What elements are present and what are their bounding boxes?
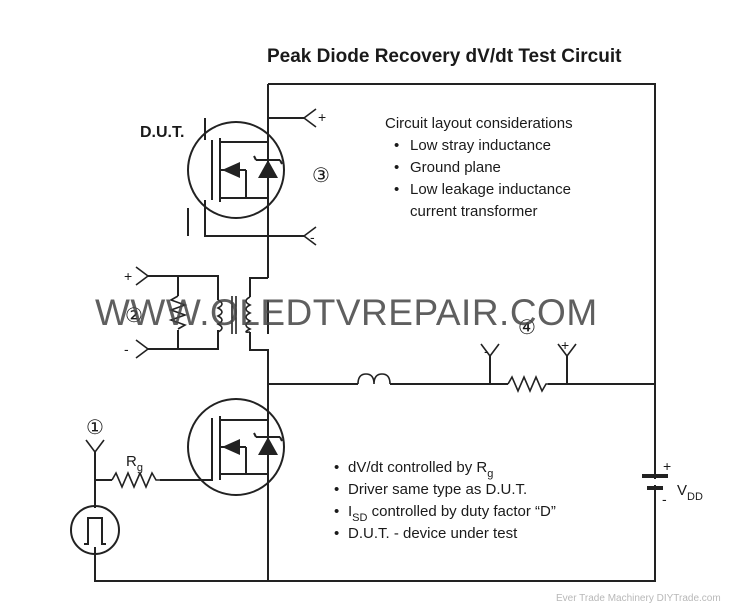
scope-terminal-icon <box>85 439 105 453</box>
driver-mosfet-circle <box>187 398 285 496</box>
burden-resistor <box>168 295 188 330</box>
layout-notes-item: current transformer <box>410 203 538 220</box>
probe-minus-label: - <box>484 343 489 359</box>
dut-gate-loop <box>187 118 268 237</box>
dut-label: D.U.T. <box>140 124 184 141</box>
layout-notes: Circuit layout considerations • Low stra… <box>385 115 573 220</box>
plus-terminal-label: + <box>318 109 326 125</box>
input-plus-label: + <box>124 268 132 284</box>
driver-zener-bar <box>253 432 283 442</box>
bottom-notes-bullet: • <box>334 459 339 476</box>
marker-1: ① <box>86 417 104 439</box>
bottom-notes-bullet: • <box>334 481 339 498</box>
input-minus-icon <box>135 339 149 359</box>
probe-minus-icon <box>480 343 500 357</box>
layout-notes-item: Low leakage inductance <box>410 181 571 198</box>
terminal-arrows <box>85 108 577 453</box>
outer-loop-wire <box>94 83 656 582</box>
driver-arrow <box>222 439 240 455</box>
marker-4: ④ <box>518 317 536 339</box>
probe-plus-icon <box>557 343 577 357</box>
battery-plate-long <box>642 474 668 478</box>
layout-notes-item: Low stray inductance <box>410 137 551 154</box>
shunt-resistor-icon <box>507 374 550 394</box>
vdd-plus-label: + <box>663 458 671 474</box>
transformer-primary-wire <box>249 277 269 384</box>
marker-3: ③ <box>312 165 330 187</box>
marker-2: ② <box>125 305 143 327</box>
wiring <box>94 83 656 582</box>
minus-terminal-label: - <box>310 229 315 245</box>
watermark-text: WWW.OLEDTVREPAIR.COM <box>95 292 598 333</box>
pulse-source-circle <box>70 505 120 555</box>
battery-gap <box>650 479 660 485</box>
bottom-note-3: ISD controlled by duty factor “D” <box>348 503 556 524</box>
layout-notes-bullet: • <box>394 181 399 198</box>
inductor-icon <box>357 373 391 385</box>
transformer-secondary-coil <box>216 299 223 333</box>
plus-terminal-icon <box>303 108 317 128</box>
current-transformer <box>168 295 252 334</box>
transformer-core <box>231 296 237 334</box>
rg-resistor-icon <box>111 470 160 490</box>
bottom-notes: • dV/dt controlled by Rg • Driver same t… <box>334 459 556 542</box>
transformer-primary-coil <box>245 296 252 333</box>
layout-notes-bullet: • <box>394 159 399 176</box>
pulse-waveform-icon <box>84 517 106 545</box>
gate-drive-wire <box>94 452 206 508</box>
bottom-notes-bullet: • <box>334 525 339 542</box>
measurement-leads <box>489 356 568 384</box>
vdd-battery <box>642 474 668 490</box>
driver-body-link <box>206 447 247 481</box>
bottom-note-2: Driver same type as D.U.T. <box>348 481 527 498</box>
rg-label: Rg <box>126 453 143 474</box>
credit-text: Ever Trade Machinery DIYTrade.com <box>556 593 721 604</box>
dut-arrow <box>222 162 240 178</box>
pulse-source <box>70 505 120 555</box>
bottom-note-1: dV/dt controlled by Rg <box>348 459 493 480</box>
dut-mosfet-circle <box>187 121 285 219</box>
dut-zener-bar <box>253 155 283 165</box>
layout-notes-heading: Circuit layout considerations <box>385 115 573 132</box>
probe-plus-label: + <box>561 337 569 353</box>
diagram-title: Peak Diode Recovery dV/dt Test Circuit <box>267 46 622 67</box>
input-plus-icon <box>135 266 149 286</box>
bottom-note-4: D.U.T. - device under test <box>348 525 518 542</box>
bottom-notes-bullet: • <box>334 503 339 520</box>
driver-mosfet <box>187 398 285 496</box>
driver-diode-icon <box>258 437 278 455</box>
vdd-label: VDD <box>677 482 703 503</box>
vdd-minus-label: - <box>662 491 667 507</box>
input-minus-label: - <box>124 341 129 357</box>
dut-diode-icon <box>258 160 278 178</box>
layout-notes-item: Ground plane <box>410 159 501 176</box>
battery-plate-short <box>647 486 663 490</box>
layout-notes-bullet: • <box>394 137 399 154</box>
dut-mosfet <box>187 121 285 219</box>
transformer-secondary-wire <box>148 275 219 350</box>
minus-terminal-icon <box>303 226 317 246</box>
